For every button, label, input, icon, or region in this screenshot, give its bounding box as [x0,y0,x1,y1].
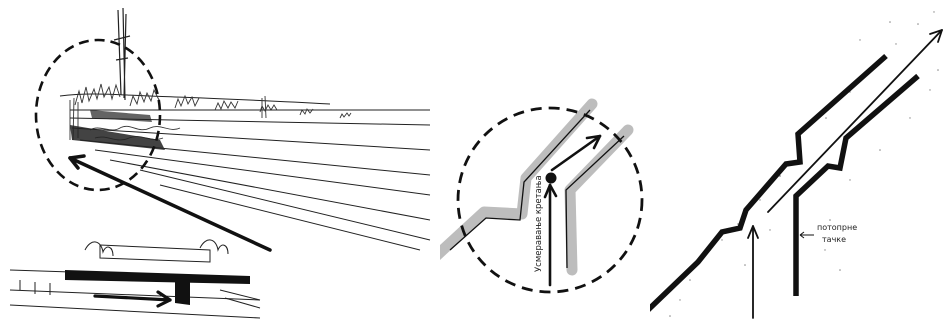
route-walls [650,56,918,310]
entry-arrow [748,226,758,318]
sketch-dark-mass [70,110,165,150]
perspective-sketch-panel [0,0,440,324]
circle-annotation: Усмеравање кретања [534,175,544,272]
plan-texture [669,11,939,317]
plan-annotation-line1: потопрне [817,223,857,232]
plan-diagram: потопрне тачке [650,0,947,324]
annotation-pointer [800,232,814,238]
plan-annotation-line2: тачке [822,235,846,244]
perspective-sketch [0,0,440,324]
plan-panel: потопрне тачке [650,0,947,324]
circle-detail-panel: Усмеравање кретања [440,0,650,324]
route-arrow [768,30,942,212]
sketch-arrow [70,156,270,250]
position-dot [546,173,557,184]
circle-detail: Усмеравање кретања [440,0,650,324]
